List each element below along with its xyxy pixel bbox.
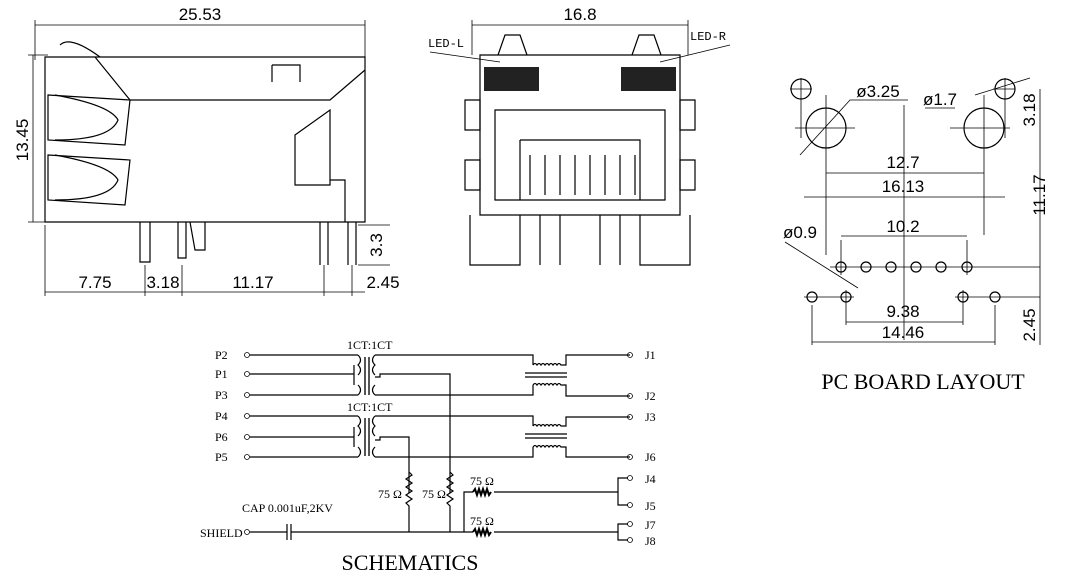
pin-label: J8 bbox=[645, 534, 656, 548]
dim-3-18: 3.18 bbox=[146, 273, 179, 292]
pin-label: P4 bbox=[215, 409, 228, 423]
dim-height: 13.45 bbox=[13, 119, 32, 162]
resistor-label: 75 Ω bbox=[422, 487, 446, 501]
left-pins: P2 P1 P3 P4 P6 P5 bbox=[215, 348, 228, 464]
pin-label: P5 bbox=[215, 450, 228, 464]
side-view: 25.53 13.45 7.75 3.18 11.17 2.45 3.3 bbox=[13, 5, 400, 296]
pin-label: J5 bbox=[645, 499, 656, 513]
resistor-label: 75 Ω bbox=[470, 514, 494, 528]
resistor-label: 75 Ω bbox=[470, 474, 494, 488]
shield-label: SHIELD bbox=[200, 526, 243, 540]
dim-front-width: 16.8 bbox=[563, 5, 596, 24]
pin-label: P2 bbox=[215, 348, 228, 362]
pin-label: P1 bbox=[215, 367, 228, 381]
dim-3-18: 3.18 bbox=[1020, 93, 1039, 126]
pin-label: J7 bbox=[645, 518, 656, 532]
pin-holes bbox=[784, 240, 1040, 345]
pin-label: J2 bbox=[645, 389, 656, 403]
right-pins: J1 J2 J3 J6 J4 J5 J7 J8 bbox=[645, 348, 656, 548]
dim-9-38: 9.38 bbox=[886, 302, 919, 321]
pin-label: J1 bbox=[645, 348, 656, 362]
schematic-title: SCHEMATICS bbox=[342, 550, 479, 575]
front-view: 16.8 LED-L LED-R bbox=[428, 5, 731, 266]
pin-label: P3 bbox=[215, 388, 228, 402]
dim-2-45: 2.45 bbox=[1020, 308, 1039, 341]
resistor-label: 75 Ω bbox=[378, 487, 402, 501]
dim-width: 25.53 bbox=[179, 5, 222, 24]
ratio-label-1: 1CT:1CT bbox=[347, 338, 393, 352]
hole-large-dia: ø3.25 bbox=[856, 82, 899, 101]
cap-label: CAP 0.001uF,2KV bbox=[242, 501, 333, 515]
dim-pin-length: 3.3 bbox=[367, 233, 386, 257]
ratio-label-2: 1CT:1CT bbox=[347, 400, 393, 414]
dim-16-13: 16.13 bbox=[882, 177, 925, 196]
dim-11-17: 11.17 bbox=[232, 273, 273, 292]
schematic: 1CT:1CT 1CT:1CT P2 P1 P3 P4 P6 P5 SHIELD bbox=[200, 338, 656, 575]
dim-7-75: 7.75 bbox=[78, 273, 111, 292]
dim-11-17: 11.17 bbox=[1030, 174, 1049, 215]
pcb-layout-title: PC BOARD LAYOUT bbox=[821, 369, 1025, 394]
pin-label: J3 bbox=[645, 410, 656, 424]
dim-12-7: 12.7 bbox=[886, 153, 919, 172]
pin-label: J4 bbox=[645, 472, 656, 486]
dim-10-2: 10.2 bbox=[886, 217, 919, 236]
pcb-layout: ø3.25 ø1.7 12.7 16.13 3.18 11.17 2.45 ø0… bbox=[783, 77, 1049, 394]
hole-pin-dia: ø0.9 bbox=[783, 223, 817, 242]
pin-label: J6 bbox=[645, 450, 656, 464]
hole-small-dia: ø1.7 bbox=[923, 90, 957, 109]
pin-label: P6 bbox=[215, 430, 228, 444]
led-left-label: LED-L bbox=[428, 37, 464, 51]
led-right-label: LED-R bbox=[690, 30, 726, 44]
dim-2-45: 2.45 bbox=[366, 273, 399, 292]
dim-14-46: 14.46 bbox=[882, 323, 925, 342]
